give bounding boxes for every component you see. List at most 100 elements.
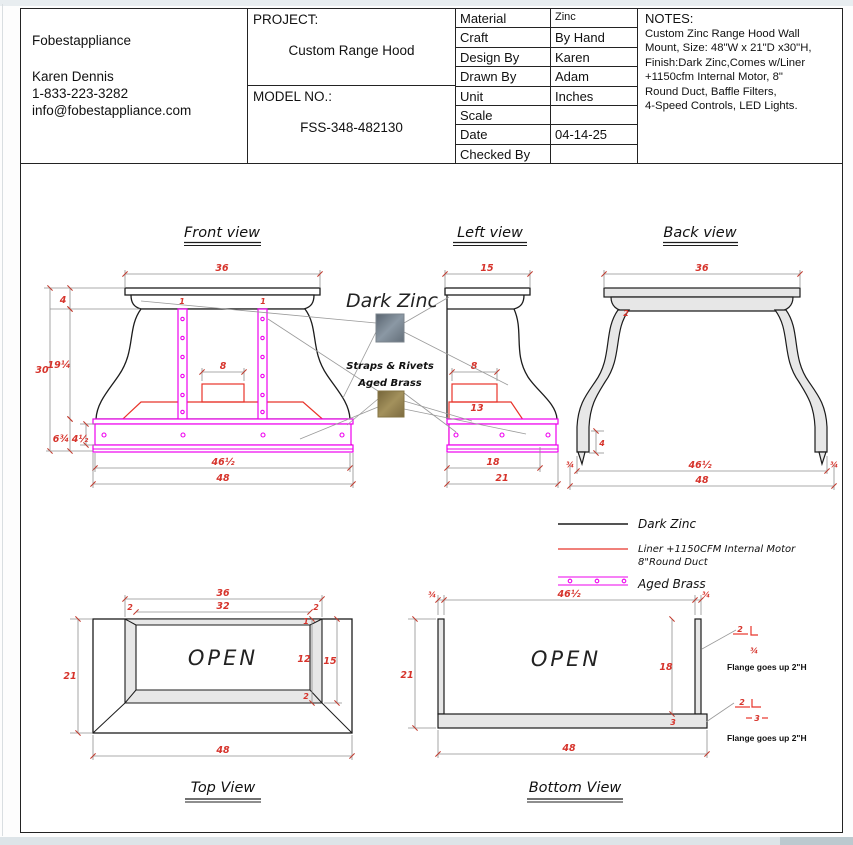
legend-label: Aged Brass <box>637 577 706 591</box>
field-value: Zinc <box>555 11 576 23</box>
top-view: OPEN 36 32 2 2 21 1 <box>63 588 355 803</box>
notes-line: Custom Zinc Range Hood Wall <box>645 28 800 40</box>
material-callouts: Dark Zinc Straps & Rivets Aged Brass <box>140 290 527 440</box>
legend-line-brass <box>558 576 628 586</box>
field-label: Unit <box>456 86 551 105</box>
project-value: Custom Range Hood <box>288 43 415 58</box>
dim-label: 48 <box>561 743 576 754</box>
model-value: FSS-348-482130 <box>300 120 403 135</box>
zinc-swatch <box>375 313 405 343</box>
table-row: Scale <box>456 105 637 126</box>
leader-lines <box>140 296 527 440</box>
notes-line: Round Duct, Baffle Filters, <box>645 85 777 98</box>
dim-label: 48 <box>215 473 230 484</box>
dim-label: 2 <box>737 625 743 634</box>
dim-label: 6¾ <box>53 434 69 445</box>
dim-label: 18 <box>486 457 500 468</box>
fields-table: Material Zinc Craft By Hand Design By Ka… <box>456 9 638 163</box>
model-row: MODEL NO.: FSS-348-482130 <box>248 86 455 163</box>
dim-label: 2 <box>313 603 319 612</box>
dim-label: ¾ <box>702 590 710 599</box>
title-block: Fobestappliance Karen Dennis 1-833-223-3… <box>21 9 842 164</box>
field-label: Design By <box>456 47 551 67</box>
field-value: Adam <box>555 69 589 85</box>
dim-label: 15 <box>480 263 494 274</box>
dim-label: 13 <box>470 403 484 414</box>
left-band <box>446 418 559 453</box>
front-view: Front view <box>35 225 356 488</box>
field-value: Karen <box>555 49 590 65</box>
dim-label: 48 <box>215 745 230 756</box>
back-dimensions <box>567 270 837 490</box>
dim-label: 15 <box>323 656 337 667</box>
field-label: Material <box>456 9 551 28</box>
notes-line: 4-Speed Controls, LED Lights. <box>645 100 798 113</box>
top-view-title: Top View <box>191 780 256 796</box>
dim-label: ¾ <box>566 460 574 469</box>
bottom-view-title: Bottom View <box>529 780 622 796</box>
dim-label: 2 <box>623 309 629 318</box>
callout-zinc-label: Dark Zinc <box>346 290 438 312</box>
dim-label: ¾ <box>750 646 758 655</box>
dim-label: 30 <box>35 365 49 376</box>
legend: Dark Zinc Liner +1150CFM Internal Motor … <box>558 517 796 591</box>
top-dimensions <box>70 595 355 760</box>
dim-label: 3 <box>670 718 676 727</box>
left-edge-line <box>2 4 3 836</box>
brass-swatch <box>377 390 405 418</box>
field-value <box>551 106 637 124</box>
table-row: Material Zinc <box>456 9 637 29</box>
front-dimensions <box>44 270 356 488</box>
back-view: Back view <box>566 225 838 490</box>
field-value <box>551 145 637 163</box>
dim-label: 2 <box>303 692 309 701</box>
front-band <box>92 418 354 453</box>
table-row: Craft By Hand <box>456 28 637 48</box>
dim-label: 32 <box>216 601 230 612</box>
drawing-sheet: Fobestappliance Karen Dennis 1-833-223-3… <box>20 8 843 833</box>
notes-line: Finish:Dark Zinc,Comes w/Liner <box>645 56 806 69</box>
contact-name: Karen Dennis <box>32 69 114 84</box>
dim-label: 46½ <box>210 457 234 468</box>
left-body-curve <box>513 308 558 420</box>
notes-line: +1150cfm Internal Motor, 8" <box>645 71 783 84</box>
flange-annotation-bottom: 2 3 Flange goes up 2"H <box>705 698 807 743</box>
project-cell: PROJECT: Custom Range Hood MODEL NO.: FS… <box>248 9 456 163</box>
bottom-dimensions <box>408 595 710 758</box>
callout-brass-label: Aged Brass <box>357 378 422 389</box>
bottom-scrollbar-segment[interactable] <box>780 837 853 845</box>
back-view-title: Back view <box>663 225 736 241</box>
field-label: Checked By <box>456 144 551 163</box>
legend-label: Dark Zinc <box>638 517 696 531</box>
bottom-right-wall <box>694 618 702 715</box>
dim-label: 18 <box>659 662 673 673</box>
notes-cell: NOTES: Custom Zinc Range Hood Wall Mount… <box>638 9 842 163</box>
dim-label: 21 <box>63 671 76 682</box>
company-info-cell: Fobestappliance Karen Dennis 1-833-223-3… <box>21 9 248 163</box>
left-view: Left view <box>442 225 561 488</box>
dim-label: 21 <box>495 473 508 484</box>
project-label: PROJECT: <box>253 12 319 27</box>
table-row: Checked By <box>456 144 637 163</box>
field-value: 04-14-25 <box>555 127 608 143</box>
table-row: Date 04-14-25 <box>456 125 637 145</box>
field-label: Craft <box>456 28 551 47</box>
field-value: By Hand <box>555 30 605 46</box>
contact-email: info@fobestappliance.com <box>32 103 192 118</box>
dim-label: 1 <box>260 297 266 306</box>
dim-label: 4 <box>59 295 67 306</box>
flange-note: Flange goes up 2"H <box>727 733 807 743</box>
drawing-canvas: Front view <box>35 225 838 803</box>
bottom-view: OPEN ¾ 46½ ¾ 21 18 3 <box>400 589 807 803</box>
field-label: Drawn By <box>456 67 551 86</box>
dim-label: 4 <box>598 439 605 448</box>
field-label: Scale <box>456 105 551 125</box>
left-dimensions <box>442 270 561 488</box>
front-view-title: Front view <box>184 225 260 241</box>
dim-label: 12 <box>297 654 311 665</box>
dim-label: 48 <box>694 475 709 486</box>
field-value: Inches <box>555 88 594 104</box>
model-label: MODEL NO.: <box>253 89 333 104</box>
callout-straps-label: Straps & Rivets <box>346 361 434 372</box>
bottom-edge-strip <box>0 837 853 845</box>
